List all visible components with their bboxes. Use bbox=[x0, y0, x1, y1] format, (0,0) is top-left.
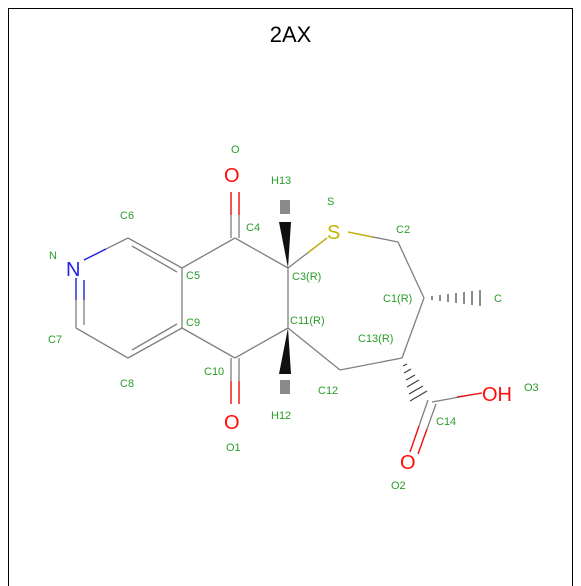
atom-o2: O bbox=[400, 452, 416, 474]
wedge-c11-h12 bbox=[279, 328, 291, 374]
label-c7: C7 bbox=[48, 334, 62, 346]
label-c6: C6 bbox=[120, 210, 134, 222]
label-c5: C5 bbox=[186, 270, 200, 282]
h13-stub bbox=[280, 200, 290, 214]
hash-c1-c bbox=[431, 290, 481, 306]
label-c4: C4 bbox=[246, 222, 260, 234]
label-h12: H12 bbox=[271, 410, 291, 422]
bond-o3-red bbox=[456, 392, 483, 398]
label-o: O bbox=[231, 144, 240, 156]
bond-s-yellow-a bbox=[307, 237, 328, 254]
label-c: C bbox=[494, 293, 502, 305]
label-c13: C13(R) bbox=[358, 333, 393, 345]
label-o3: O3 bbox=[524, 382, 539, 394]
bond-o2-red-b bbox=[417, 428, 428, 455]
label-n: N bbox=[49, 250, 57, 262]
atom-o1: O bbox=[224, 412, 240, 434]
wedge-c3-h13 bbox=[279, 222, 291, 268]
hash-c13-c14 bbox=[402, 363, 428, 402]
label-c9: C9 bbox=[186, 317, 200, 329]
bond-c13-c12 bbox=[339, 357, 403, 371]
label-c1: C1(R) bbox=[383, 293, 412, 305]
bond-c8-c7 bbox=[75, 327, 129, 359]
bond-c9-c8-inner bbox=[131, 323, 178, 351]
label-o1: O1 bbox=[226, 442, 241, 454]
bond-c6-c5-inner bbox=[131, 245, 178, 273]
bond-c5-c4 bbox=[181, 237, 236, 269]
label-c2: C2 bbox=[396, 224, 410, 236]
label-c3: C3(R) bbox=[292, 271, 321, 283]
label-c14: C14 bbox=[436, 416, 456, 428]
atom-oh: OH bbox=[482, 384, 512, 406]
bond-c2-c1 bbox=[397, 241, 425, 299]
label-o2: O2 bbox=[391, 480, 406, 492]
bond-n-blue-c bbox=[83, 248, 107, 261]
bond-c6-c5 bbox=[127, 237, 183, 269]
bond-o2-red-a bbox=[409, 425, 420, 453]
bond-c12-c11 bbox=[287, 327, 341, 371]
label-s: S bbox=[327, 196, 334, 208]
diagram-title: 2AX bbox=[269, 22, 312, 47]
bond-c9-c8 bbox=[127, 327, 183, 359]
bond-c10-c9 bbox=[181, 327, 236, 359]
h12-stub bbox=[280, 380, 290, 394]
bond-c11-c10 bbox=[234, 327, 289, 359]
label-c11: C11(R) bbox=[290, 315, 325, 327]
label-c12: C12 bbox=[318, 385, 338, 397]
atom-s: S bbox=[327, 222, 340, 244]
diagram-frame bbox=[8, 8, 573, 586]
label-c10: C10 bbox=[204, 366, 224, 378]
atom-o: O bbox=[224, 165, 240, 187]
bond-c1-c13 bbox=[401, 297, 425, 359]
bond-s-yellow-b bbox=[347, 231, 373, 238]
bond-c4-c3 bbox=[234, 237, 289, 269]
label-h13: H13 bbox=[271, 175, 291, 187]
atom-n: N bbox=[66, 259, 80, 281]
label-c8: C8 bbox=[120, 378, 134, 390]
colored-bond-segments bbox=[75, 192, 483, 455]
